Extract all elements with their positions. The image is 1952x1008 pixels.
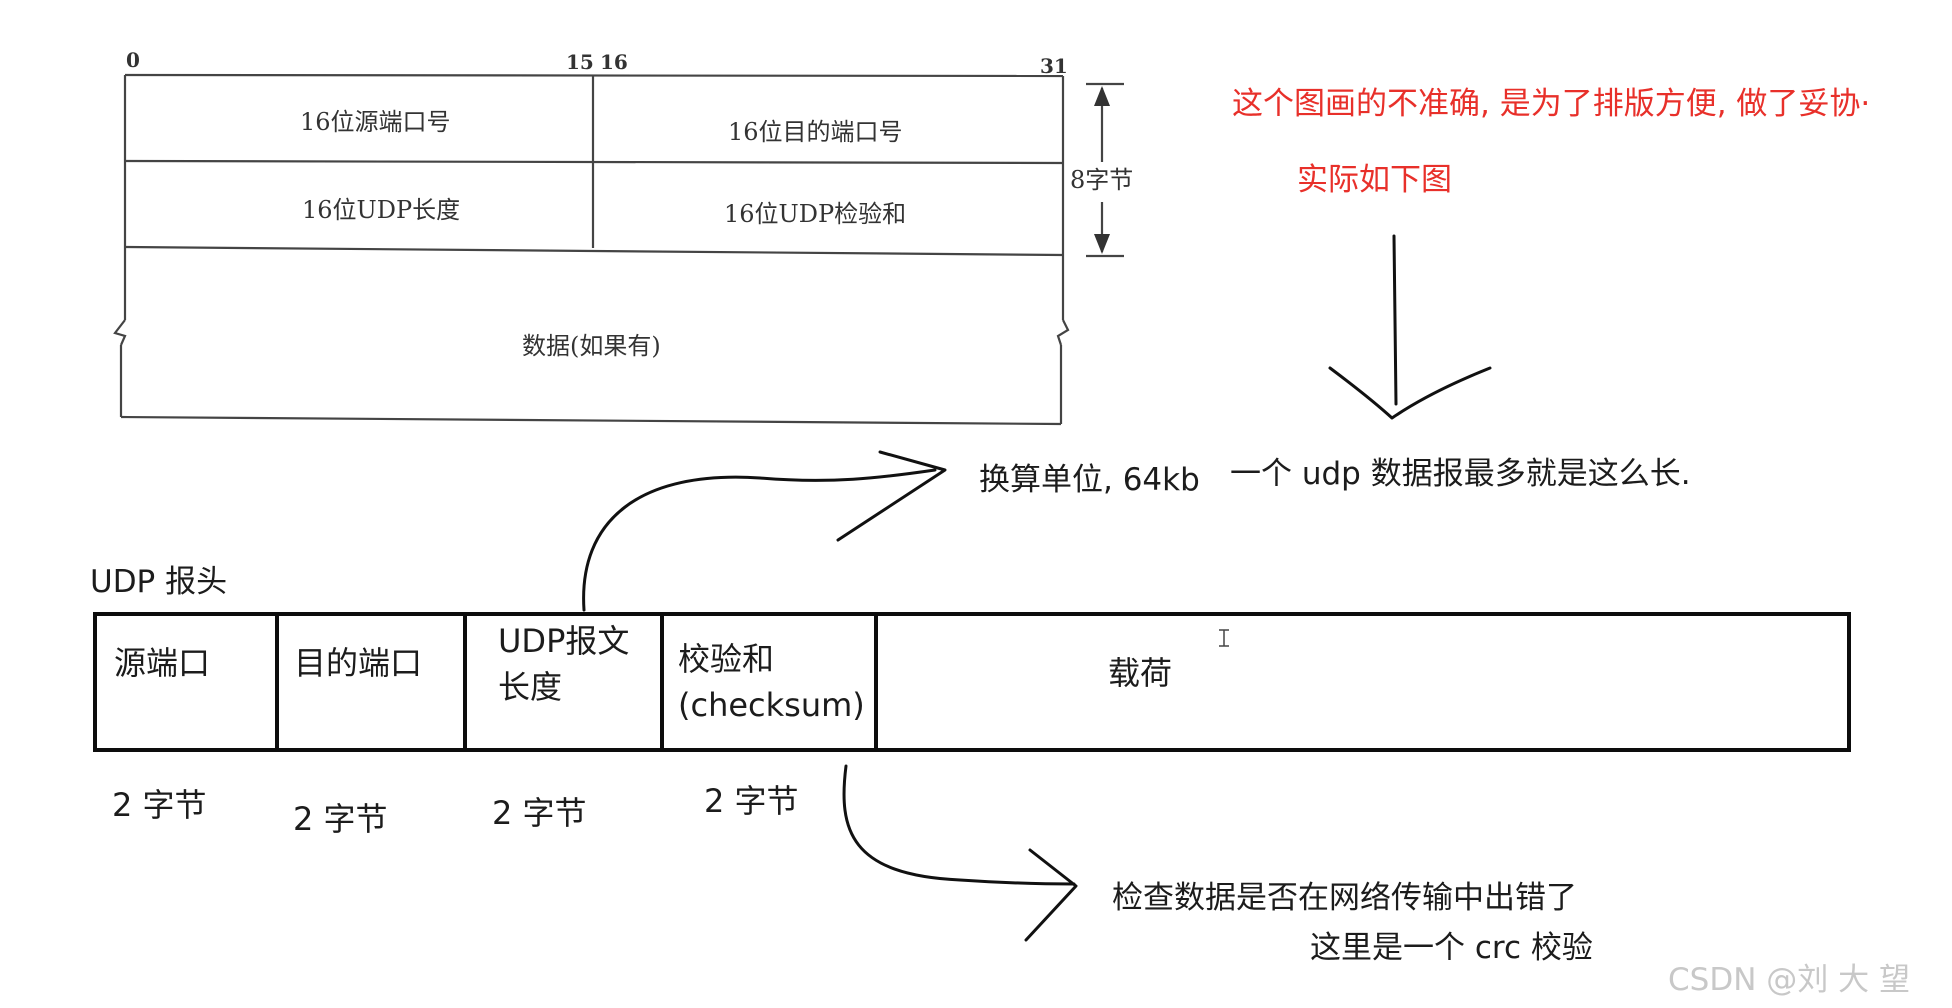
bit-label-16: 16 [600, 50, 628, 74]
down-arrow-shaft [1392, 234, 1398, 406]
cell-checksum-label-1: 校验和 [678, 640, 775, 678]
text-cursor-icon [1219, 629, 1229, 647]
top-box-line [124, 245, 1064, 257]
bit-label-0: 0 [126, 48, 140, 72]
cell-dst-port: 目的端口 [280, 614, 463, 750]
cell-dst-port-label: 目的端口 [294, 644, 423, 682]
top-field-data: 数据(如果有) [522, 332, 661, 360]
checksum-note-line2: 这里是一个 crc 校验 [1310, 930, 1593, 966]
break-mark-left [113, 319, 127, 346]
top-box-line [120, 415, 1062, 426]
bit-label-31: 31 [1040, 54, 1068, 78]
watermark: CSDN @刘 大 望 [1668, 962, 1910, 998]
byte-label-dst-port: 2 字节 [293, 800, 388, 838]
udp-header-title: UDP 报头 [90, 564, 228, 600]
top-box-line [124, 73, 1064, 78]
max-length-note: 一个 udp 数据报最多就是这么长. [1230, 456, 1691, 492]
length-unit-note: 换算单位, 64kb [979, 462, 1200, 498]
udp-header-outline [93, 612, 1851, 752]
top-size-label: 8字节 [1070, 166, 1134, 194]
byte-label-length: 2 字节 [492, 794, 587, 832]
cell-payload-label: 载荷 [1108, 654, 1173, 692]
length-arrow-head [836, 450, 947, 542]
cell-length: UDP报文 长度 [484, 614, 660, 750]
checksum-note-line1: 检查数据是否在网络传输中出错了 [1112, 880, 1577, 916]
dim-arrowhead-down [1094, 234, 1110, 254]
cell-src-port: 源端口 [100, 614, 275, 750]
checksum-curve-arrow [842, 764, 1076, 886]
dim-arrowhead-up [1094, 86, 1110, 106]
top-field-checksum: 16位UDP检验和 [724, 200, 907, 228]
top-field-src-port: 16位源端口号 [300, 108, 451, 136]
length-curve-arrow [582, 468, 937, 612]
cell-checksum: 校验和 (checksum) [664, 614, 874, 750]
top-field-length: 16位UDP长度 [302, 196, 461, 224]
cell-length-label-1: UDP报文 [498, 622, 630, 660]
byte-label-checksum: 2 字节 [704, 782, 799, 820]
cell-src-port-label: 源端口 [114, 644, 211, 682]
byte-label-src-port: 2 字节 [112, 786, 207, 824]
down-arrow-head [1328, 366, 1492, 420]
break-mark-right [1056, 319, 1070, 346]
bit-label-15: 15 [566, 50, 594, 74]
cell-length-label-2: 长度 [498, 668, 563, 706]
cell-checksum-label-2: (checksum) [678, 686, 865, 724]
checksum-arrow-head [1024, 848, 1078, 942]
red-note-line1: 这个图画的不准确, 是为了排版方便, 做了妥协· [1232, 86, 1871, 122]
top-field-dst-port: 16位目的端口号 [728, 118, 903, 146]
red-note-line2: 实际如下图 [1297, 162, 1452, 198]
